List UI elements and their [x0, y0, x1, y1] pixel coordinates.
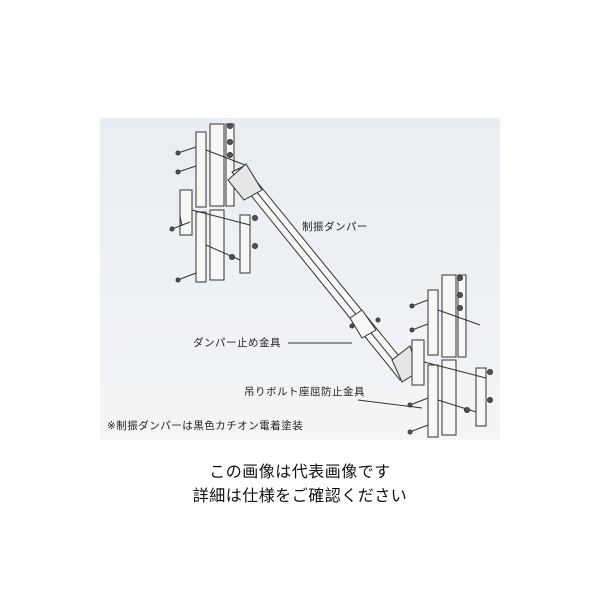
caption-line-2: 詳細は仕様をご確認ください [192, 486, 408, 505]
label-damper: 制振ダンパー [302, 221, 368, 233]
caption-line-1: この画像は代表画像です [209, 462, 391, 481]
bolts [169, 123, 493, 435]
coating-note: ※制振ダンパーは黒色カチオン電着塗装 [107, 420, 304, 432]
lower-bracket-group [411, 274, 487, 438]
label-hanging-bolt-fitting: 吊りボルト座屈防止金具 [244, 386, 365, 398]
upper-bracket-group [179, 123, 251, 283]
label-damper-stop-fitting: ダンパー止め金具 [193, 337, 281, 349]
leader-line-bolt [357, 399, 423, 409]
